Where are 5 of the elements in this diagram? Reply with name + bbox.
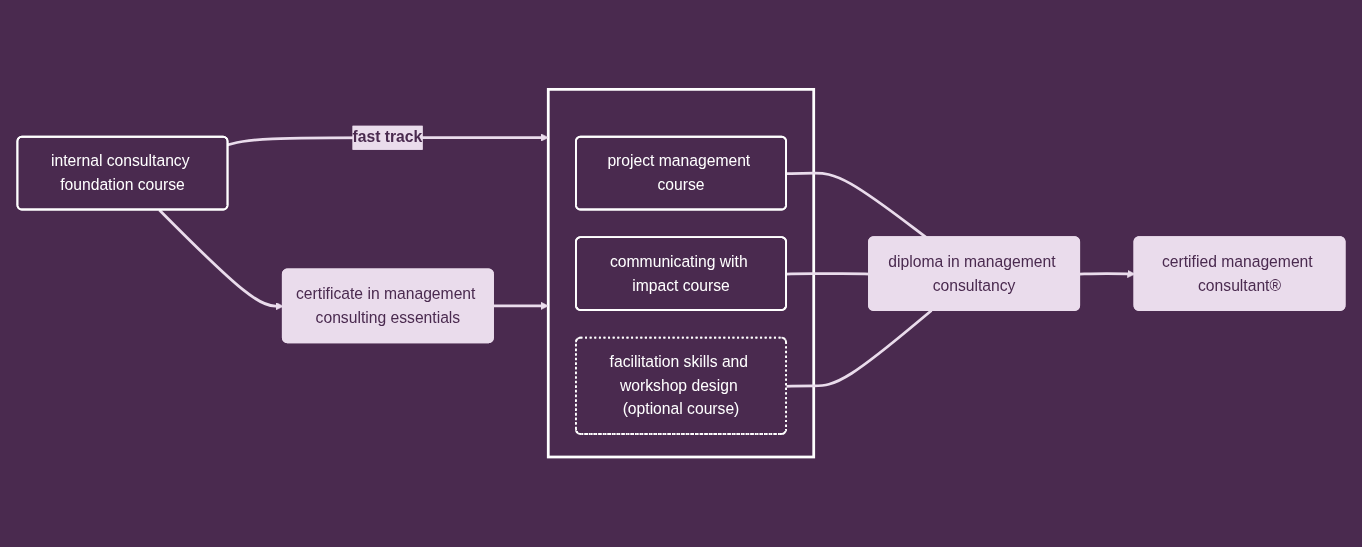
cluster	[546, 88, 816, 459]
connector	[786, 272, 870, 276]
connector	[786, 309, 933, 388]
edge-label: fast track	[352, 128, 423, 147]
arrow	[492, 302, 549, 311]
